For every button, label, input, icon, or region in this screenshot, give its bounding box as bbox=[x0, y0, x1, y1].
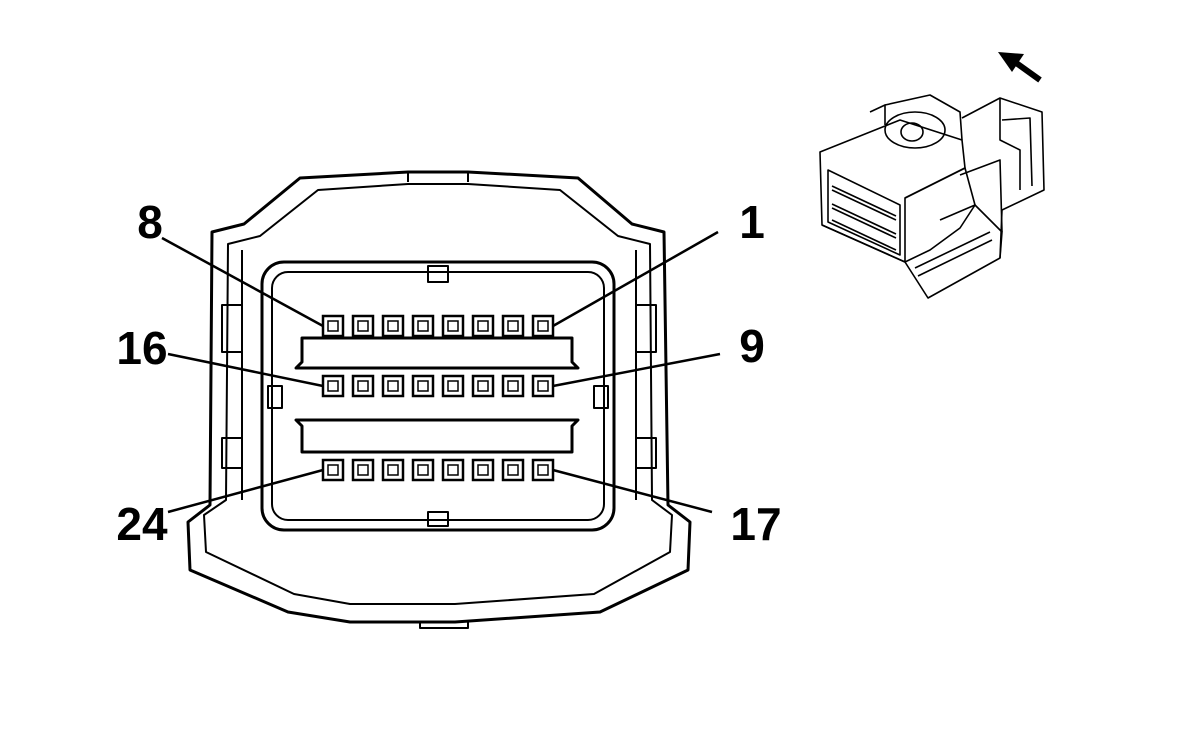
pin-22 bbox=[381, 458, 405, 482]
pin-7 bbox=[351, 314, 375, 338]
pin-8 bbox=[321, 314, 345, 338]
leader-line-pin-1 bbox=[552, 230, 719, 328]
pin-16 bbox=[321, 374, 345, 398]
pin-15 bbox=[351, 374, 375, 398]
pin-17 bbox=[531, 458, 555, 482]
pin-11 bbox=[471, 374, 495, 398]
pin-24 bbox=[321, 458, 345, 482]
pin-3 bbox=[471, 314, 495, 338]
pin-2 bbox=[501, 314, 525, 338]
pin-20 bbox=[441, 458, 465, 482]
view-direction-arrow-icon bbox=[998, 52, 1042, 83]
pin-label-16: 16 bbox=[116, 322, 167, 374]
pin-grid bbox=[321, 314, 555, 482]
pin-label-24: 24 bbox=[116, 498, 168, 550]
pin-23 bbox=[351, 458, 375, 482]
pin-12 bbox=[441, 374, 465, 398]
pin-18 bbox=[501, 458, 525, 482]
pin-callouts: 8 1 16 9 24 17 bbox=[116, 196, 781, 550]
leader-line-pin-17 bbox=[552, 468, 713, 514]
leader-line-pin-16 bbox=[167, 352, 324, 388]
connector-body bbox=[186, 170, 692, 629]
leader-line-pin-9 bbox=[552, 352, 721, 388]
leader-line-pin-24 bbox=[167, 468, 324, 514]
pin-cavity bbox=[260, 260, 616, 532]
pin-10 bbox=[501, 374, 525, 398]
pin-19 bbox=[471, 458, 495, 482]
pin-21 bbox=[411, 458, 435, 482]
connector-isometric-thumbnail bbox=[819, 94, 1045, 299]
leader-line-pin-8 bbox=[161, 236, 324, 328]
pin-label-17: 17 bbox=[730, 498, 781, 550]
pin-label-1: 1 bbox=[739, 196, 765, 248]
pin-1 bbox=[531, 314, 555, 338]
pin-label-9: 9 bbox=[739, 320, 765, 372]
pin-6 bbox=[381, 314, 405, 338]
pin-14 bbox=[381, 374, 405, 398]
pin-13 bbox=[411, 374, 435, 398]
pin-5 bbox=[411, 314, 435, 338]
pin-9 bbox=[531, 374, 555, 398]
pin-label-8: 8 bbox=[137, 196, 163, 248]
pin-4 bbox=[441, 314, 465, 338]
